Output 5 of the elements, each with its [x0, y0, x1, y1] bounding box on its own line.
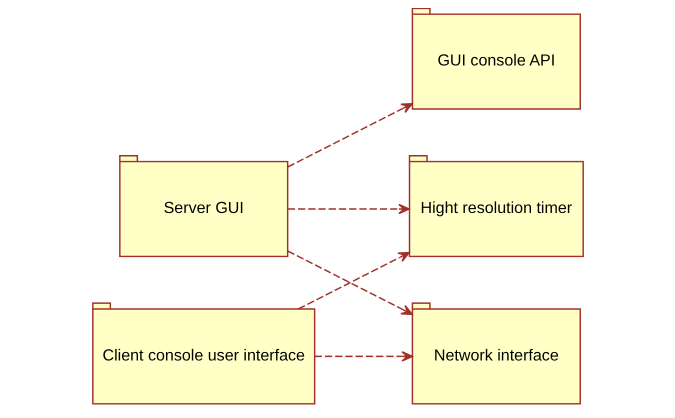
arrow [287, 250, 412, 316]
arrow [314, 351, 413, 362]
arrow [287, 102, 412, 168]
arrow [287, 204, 410, 214]
arrow [298, 252, 410, 310]
